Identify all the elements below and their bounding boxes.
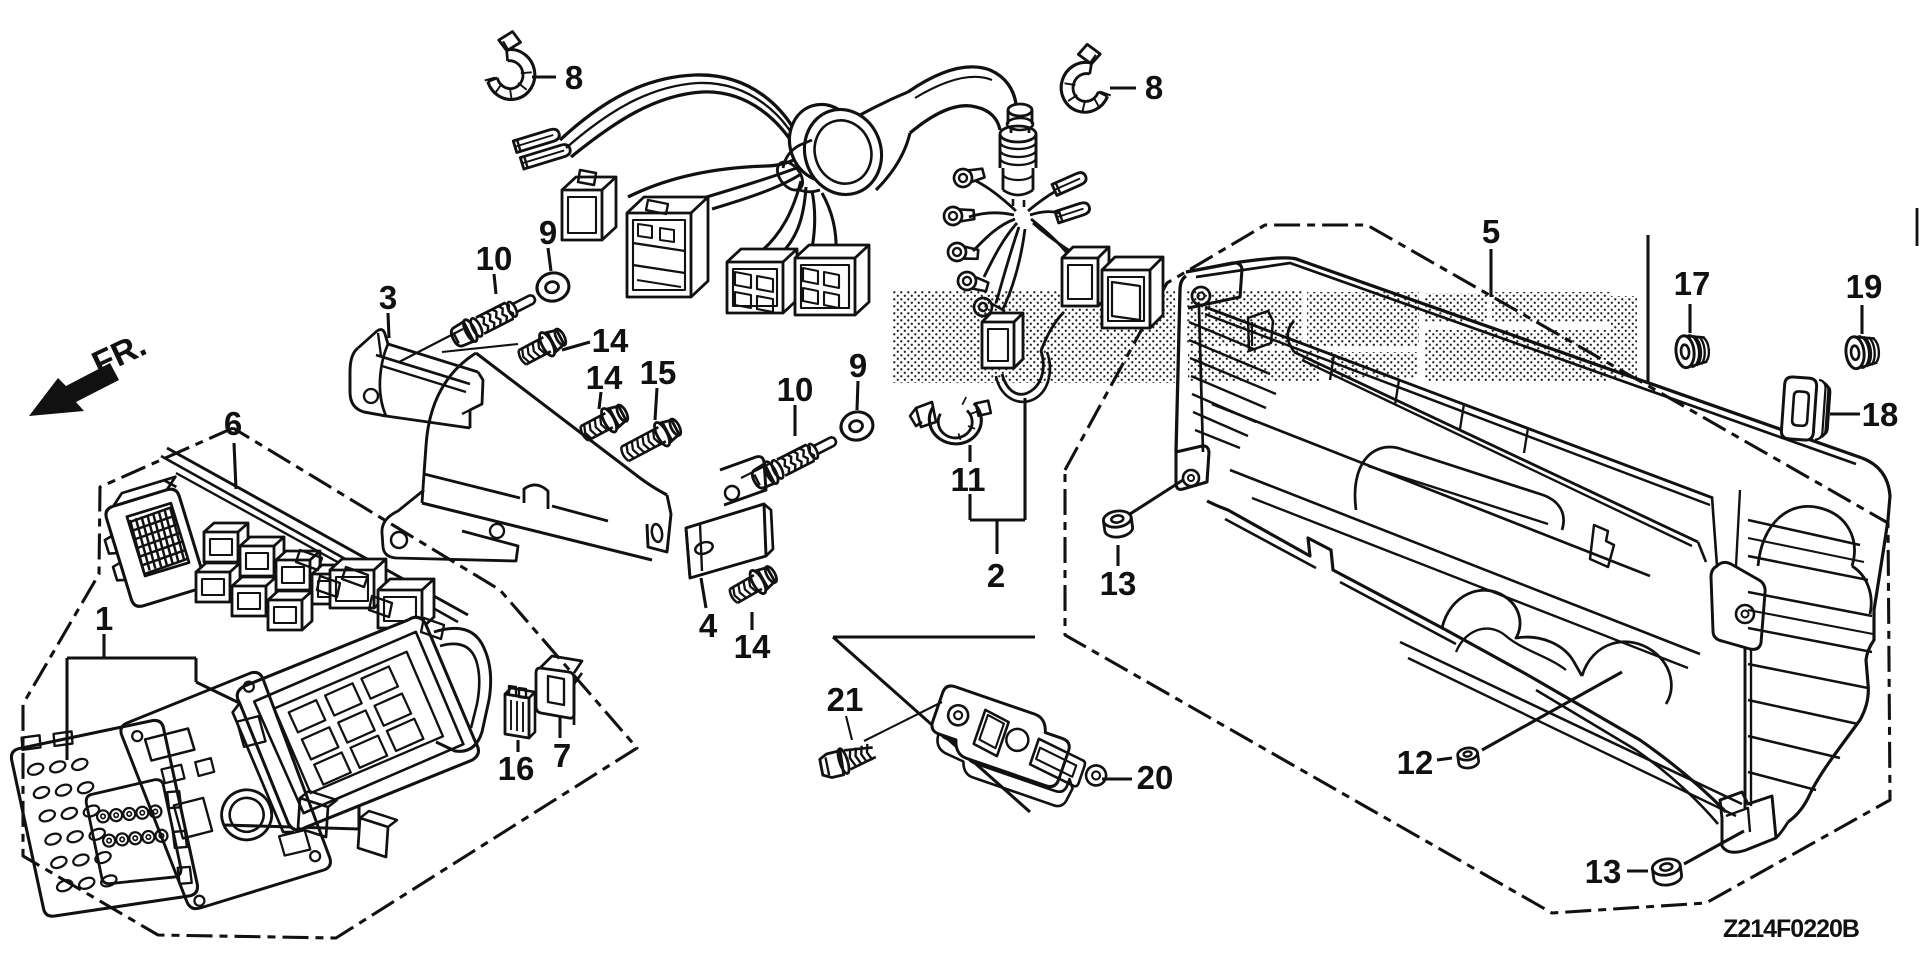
svg-text:16: 16	[498, 750, 535, 787]
svg-text:20: 20	[1137, 759, 1174, 796]
svg-text:12: 12	[1397, 744, 1434, 781]
svg-text:8: 8	[565, 59, 583, 96]
svg-text:14: 14	[586, 359, 623, 396]
svg-text:Z214F0220B: Z214F0220B	[1723, 915, 1859, 943]
svg-text:15: 15	[640, 354, 677, 391]
svg-text:11: 11	[951, 461, 986, 498]
svg-text:10: 10	[777, 371, 814, 408]
svg-text:5: 5	[1482, 213, 1500, 250]
svg-text:13: 13	[1100, 565, 1137, 602]
svg-text:4: 4	[699, 607, 718, 644]
svg-text:10: 10	[476, 240, 513, 277]
svg-text:17: 17	[1674, 265, 1711, 302]
svg-text:3: 3	[379, 279, 397, 316]
svg-text:13: 13	[1585, 853, 1622, 890]
svg-text:2: 2	[987, 557, 1005, 594]
svg-text:21: 21	[827, 681, 864, 718]
svg-text:18: 18	[1862, 396, 1899, 433]
svg-text:9: 9	[539, 214, 557, 251]
svg-text:9: 9	[849, 347, 867, 384]
svg-text:7: 7	[553, 737, 571, 774]
svg-text:1: 1	[95, 600, 113, 637]
svg-text:6: 6	[224, 405, 242, 442]
svg-text:8: 8	[1145, 69, 1163, 106]
svg-text:19: 19	[1846, 268, 1883, 305]
svg-text:14: 14	[592, 322, 629, 359]
svg-text:14: 14	[734, 628, 771, 665]
